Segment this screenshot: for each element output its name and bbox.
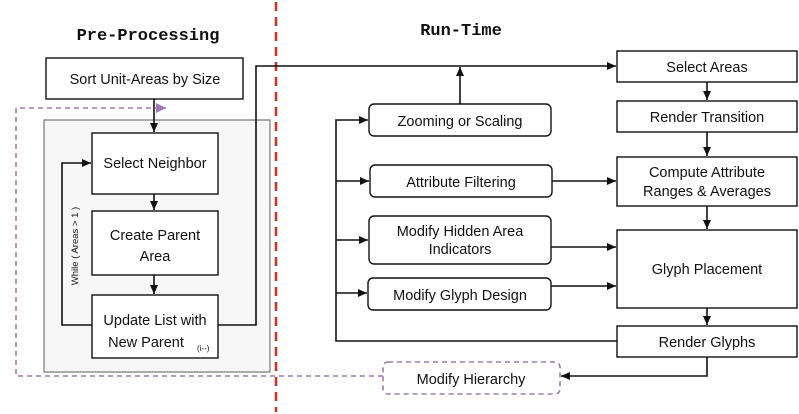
- render-transition-node: Render Transition: [616, 100, 798, 133]
- hidden-area-label-line1: Modify Hidden Area: [397, 224, 524, 240]
- zooming-label: Zooming or Scaling: [398, 114, 523, 130]
- render-glyphs-label: Render Glyphs: [659, 335, 756, 351]
- select-neighbor-label: Select Neighbor: [103, 156, 206, 172]
- create-parent-node: Create Parent Area: [91, 210, 219, 276]
- sort-unit-areas-label: Sort Unit-Areas by Size: [70, 72, 221, 88]
- modify-hierarchy-label: Modify Hierarchy: [417, 372, 527, 388]
- select-neighbor-node: Select Neighbor: [91, 132, 219, 195]
- glyph-design-node: Modify Glyph Design: [367, 277, 552, 311]
- modify-hierarchy-node: Modify Hierarchy: [382, 361, 561, 395]
- run-time-title: Run-Time: [420, 22, 502, 41]
- while-loop-label: While ( Areas > 1 ): [70, 207, 81, 285]
- edge-modify-hierarchy-feedback: [15, 103, 383, 377]
- edge-render-glyphs-to-modify-hierarchy: [561, 357, 708, 380]
- render-glyphs-node: Render Glyphs: [616, 325, 798, 358]
- edge-feedback-bus: [335, 116, 617, 342]
- zooming-node: Zooming or Scaling: [368, 103, 552, 137]
- update-list-counter: (i--): [197, 344, 210, 353]
- attribute-filtering-label: Attribute Filtering: [406, 175, 516, 191]
- glyph-design-label: Modify Glyph Design: [393, 288, 527, 304]
- compute-attribute-node: Compute Attribute Ranges & Averages: [616, 156, 798, 207]
- edge-loop-back: [61, 159, 92, 326]
- select-areas-node: Select Areas: [616, 50, 798, 83]
- sort-unit-areas-node: Sort Unit-Areas by Size: [45, 57, 244, 100]
- create-parent-label-line2: Area: [140, 249, 172, 265]
- compute-attribute-label-line2: Ranges & Averages: [643, 184, 771, 200]
- pre-processing-title: Pre-Processing: [77, 27, 220, 46]
- hidden-area-node: Modify Hidden Area Indicators: [368, 215, 552, 265]
- update-list-node: Update List with New Parent (i--): [91, 294, 219, 359]
- select-areas-label: Select Areas: [666, 60, 747, 76]
- attribute-filtering-node: Attribute Filtering: [369, 164, 553, 198]
- hidden-area-label-line2: Indicators: [429, 242, 492, 258]
- update-list-label-line2: New Parent: [108, 335, 184, 351]
- edge-update-to-select-areas: [218, 62, 616, 326]
- glyph-placement-node: Glyph Placement: [616, 229, 798, 309]
- update-list-label-line1: Update List with: [103, 313, 206, 329]
- create-parent-label-line1: Create Parent: [110, 228, 200, 244]
- render-transition-label: Render Transition: [650, 110, 764, 126]
- compute-attribute-label-line1: Compute Attribute: [649, 165, 765, 181]
- glyph-placement-label: Glyph Placement: [652, 262, 762, 278]
